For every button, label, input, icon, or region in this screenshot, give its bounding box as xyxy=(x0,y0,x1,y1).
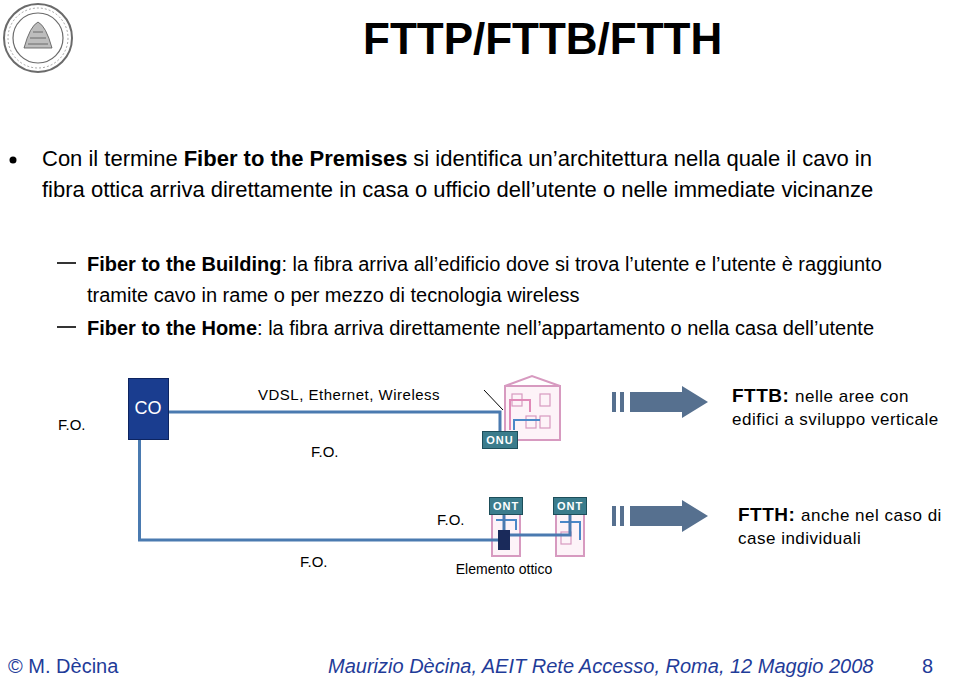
onu-box: ONU xyxy=(482,431,517,449)
node-label: CO xyxy=(135,399,162,419)
fiber-label: F.O. xyxy=(300,553,328,570)
term-bold: Fiber to the Premises xyxy=(184,146,408,171)
ont-box: ONT xyxy=(553,497,587,515)
page-number: 8 xyxy=(922,655,933,678)
logo xyxy=(4,4,72,72)
fiber-label: F.O. xyxy=(437,511,465,528)
fiber-connector xyxy=(169,412,500,431)
bullet-paragraph: Fiber to the Home: la fibra arriva diret… xyxy=(87,313,937,344)
fiber-connector xyxy=(140,440,499,540)
body-text: Con il termine xyxy=(42,146,178,171)
term-bold: Fiber to the Building xyxy=(87,253,281,275)
splitter-label: Elemento ottico xyxy=(456,562,553,577)
note-heading: FTTH: xyxy=(738,504,795,525)
slide-title: FTTP/FTTB/FTTH xyxy=(363,14,722,64)
term-bold: Fiber to the Home xyxy=(87,317,257,339)
side-note: FTTB:nelle aree con edifici a sviluppo v… xyxy=(732,384,954,431)
footer-author: © M. Dècina xyxy=(8,655,118,678)
bullet-paragraph: Con il termineFiber to the Premisessi id… xyxy=(42,143,892,205)
optical-splitter: Elemento ottico xyxy=(498,530,510,550)
fiber-label: F.O. xyxy=(311,443,339,460)
leader-line xyxy=(484,390,503,410)
access-tech-label: VDSL, Ethernet, Wireless xyxy=(258,386,440,403)
body-text: : la fibra arriva direttamente nell’appa… xyxy=(257,317,874,339)
footer-event: Maurizio Dècina, AEIT Rete Accesso, Roma… xyxy=(328,655,873,678)
block-arrow xyxy=(612,386,708,532)
note-heading: FTTB: xyxy=(732,385,789,406)
fiber-connector xyxy=(510,515,570,535)
fiber-connector xyxy=(503,515,506,530)
node-label: ONU xyxy=(486,434,513,446)
bullet-paragraph: Fiber to the Building: la fibra arriva a… xyxy=(87,249,937,311)
ont-box: ONT xyxy=(489,497,523,515)
node-label: ONT xyxy=(493,500,519,512)
fiber-label: F.O. xyxy=(58,416,86,433)
central-office-box: CO xyxy=(128,378,169,440)
node-label: ONT xyxy=(557,500,583,512)
side-note: FTTH:anche nel caso di case individuali xyxy=(738,503,954,550)
